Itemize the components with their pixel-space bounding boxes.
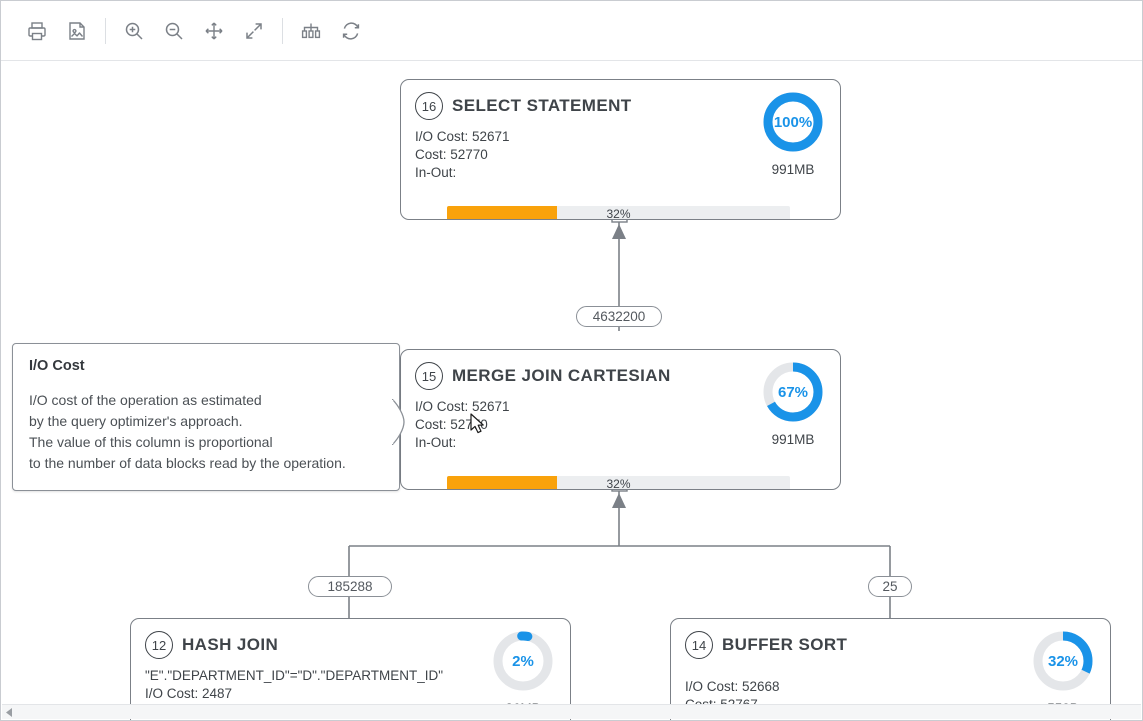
node-donut-chart: 100% [761,90,825,154]
tooltip-line: I/O cost of the operation as estimated [29,392,262,408]
node-donut-value: 67% [777,383,809,401]
tooltip-pointer-icon [392,399,405,445]
node-predicate: "E"."DEPARTMENT_ID"="D"."DEPARTMENT_ID" [145,668,444,683]
diagram-toolbar [1,1,1142,61]
plan-node-hash-join[interactable]: 12 HASH JOIN "E"."DEPARTMENT_ID"="D"."DE… [130,618,571,720]
zoom-out-icon [163,20,185,42]
node-progress-label: 32% [606,476,631,490]
refresh-button[interactable] [331,11,371,51]
node-progress-fill [447,476,557,489]
node-title: HASH JOIN [182,635,279,654]
node-header: 14 BUFFER SORT [671,619,1110,659]
node-cost: Cost: 52770 [415,147,488,162]
node-progress-bar: 32% [447,476,790,490]
tooltip-title: I/O Cost [29,358,85,374]
toolbar-separator-2 [282,17,283,44]
plan-node-merge-join-cartesian[interactable]: 15 MERGE JOIN CARTESIAN I/O Cost: 52671 … [400,349,841,490]
plan-node-select-statement[interactable]: 16 SELECT STATEMENT I/O Cost: 52671 Cost… [400,79,841,220]
node-progress-fill [447,206,557,219]
node-progress-label: 32% [606,206,631,220]
node-header: 15 MERGE JOIN CARTESIAN [401,350,840,390]
pan-button[interactable] [194,11,234,51]
zoom-in-icon [123,20,145,42]
node-number-badge: 14 [685,631,713,659]
scroll-left-arrow-icon[interactable] [6,708,14,717]
edge-label-rows-select: 4632200 [576,306,662,327]
print-icon [26,20,48,42]
edge-label-rows-hash-join: 185288 [308,576,392,597]
node-metrics: I/O Cost: 52671 Cost: 52770 In-Out: [401,120,840,182]
print-button[interactable] [17,11,57,51]
node-title: MERGE JOIN CARTESIAN [452,366,671,385]
tree-layout-icon [300,20,322,42]
node-metrics: I/O Cost: 52671 Cost: 52770 In-Out: [401,390,840,452]
node-title: SELECT STATEMENT [452,96,632,115]
node-donut-value: 100% [773,113,813,131]
node-header: 16 SELECT STATEMENT [401,80,840,120]
node-donut-chart: 32% [1031,629,1095,693]
tree-layout-button[interactable] [291,11,331,51]
node-progress-bar: 32% [447,206,790,220]
node-memory-label: 991MB [771,432,815,447]
zoom-in-button[interactable] [114,11,154,51]
refresh-icon [340,20,362,42]
horizontal-scrollbar[interactable] [2,704,1141,719]
tooltip-line: The value of this column is proportional [29,434,273,450]
node-io-cost: I/O Cost: 52668 [685,679,780,694]
pan-icon [203,20,225,42]
fit-screen-icon [243,20,265,42]
tooltip-line: to the number of data blocks read by the… [29,455,346,471]
export-image-button[interactable] [57,11,97,51]
node-header: 12 HASH JOIN [131,619,570,659]
tooltip-line: by the query optimizer's approach. [29,413,243,429]
io-cost-tooltip: I/O Cost I/O cost of the operation as es… [12,343,400,491]
node-memory-label: 991MB [771,162,815,177]
node-io-cost: I/O Cost: 2487 [145,686,233,701]
toolbar-separator-1 [105,17,106,44]
edge-label-rows-buffer-sort: 25 [868,576,912,597]
fit-screen-button[interactable] [234,11,274,51]
diagram-canvas[interactable]: 16 SELECT STATEMENT I/O Cost: 52671 Cost… [2,61,1141,720]
node-cost: Cost: 52770 [415,417,488,432]
node-donut-value: 2% [512,652,534,670]
zoom-out-button[interactable] [154,11,194,51]
node-number-badge: 16 [415,92,443,120]
node-donut-chart: 2% [491,629,555,693]
export-image-icon [66,20,88,42]
node-io-cost: I/O Cost: 52671 [415,129,510,144]
node-number-badge: 15 [415,362,443,390]
explain-plan-diagram: 16 SELECT STATEMENT I/O Cost: 52671 Cost… [2,61,1141,720]
node-inout: In-Out: [415,435,457,450]
node-donut-chart: 67% [761,360,825,424]
node-io-cost: I/O Cost: 52671 [415,399,510,414]
node-number-badge: 12 [145,631,173,659]
node-title: BUFFER SORT [722,635,848,654]
node-inout: In-Out: [415,165,457,180]
node-donut-value: 32% [1047,652,1079,670]
